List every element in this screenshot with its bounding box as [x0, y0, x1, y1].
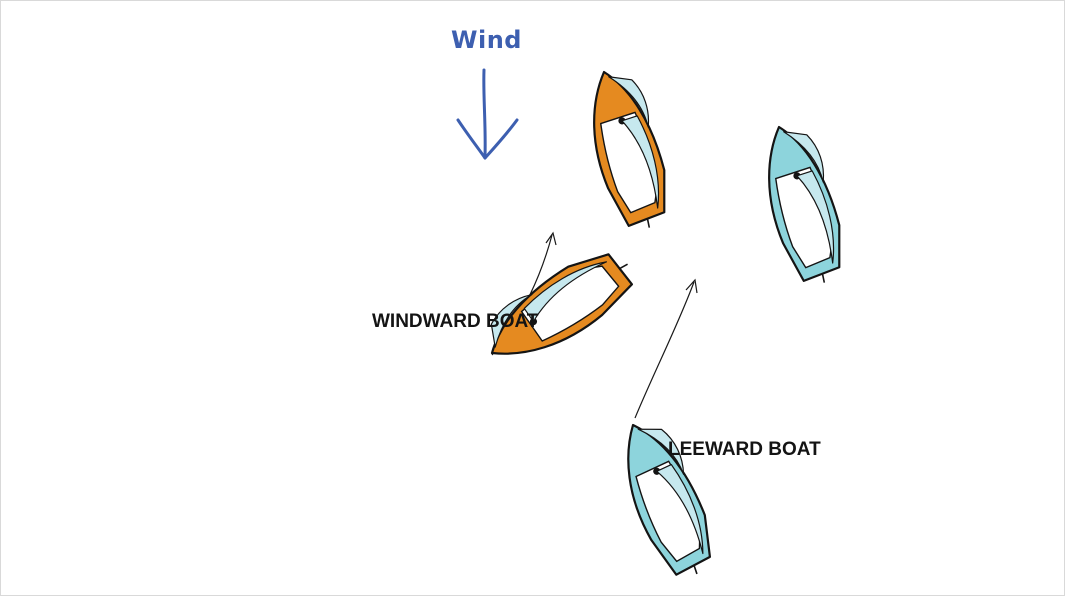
boat-mainsail — [621, 115, 660, 209]
boat-leeward-end — [768, 125, 841, 283]
boat-jib — [783, 131, 825, 183]
boat-windward-start — [490, 253, 634, 355]
windward-boat-label: WINDWARD BOAT — [372, 311, 539, 332]
wind-arrow-icon — [456, 68, 519, 160]
wind-indicator: Wind — [451, 26, 522, 160]
boat-jib — [637, 428, 685, 475]
boat-rudder — [619, 263, 628, 270]
boat-jib — [608, 76, 650, 128]
leeward-track-arrow — [634, 278, 698, 419]
boat-mainsail — [656, 463, 704, 555]
boats-layer — [490, 70, 841, 576]
leeward-boat-label: LEEWARD BOAT — [668, 439, 821, 460]
boat-mainsail — [523, 261, 608, 323]
boat-mainsail — [796, 170, 835, 264]
boat-leeward-start — [627, 423, 712, 576]
boat-rudder — [693, 565, 698, 575]
boat-jib — [490, 294, 533, 348]
wind-label: Wind — [451, 26, 522, 54]
boat-rudder — [821, 273, 826, 283]
boat-windward-end — [593, 70, 666, 228]
boat-rudder — [646, 218, 651, 228]
